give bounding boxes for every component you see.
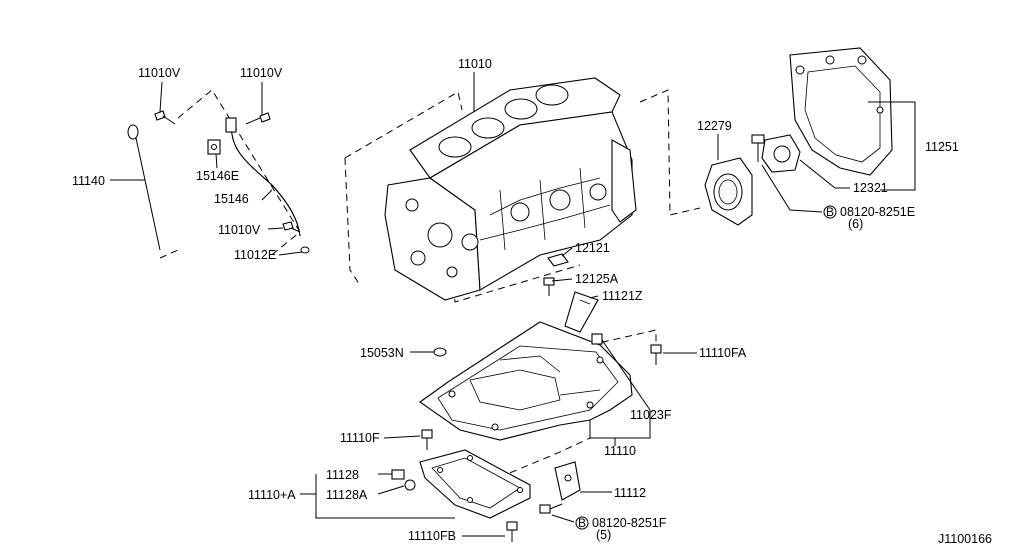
label-11112: 11112 [614, 486, 646, 500]
b-badge-8251e: B [823, 205, 837, 219]
bolt-11110f-drawing [421, 429, 433, 450]
label-15146: 15146 [214, 192, 249, 206]
label-15053n: 15053N [360, 346, 404, 360]
label-08120-8251e: 08120-8251E [840, 205, 915, 219]
part-labels: 11010V 11010V 11010 11140 15146E 15146 1… [72, 57, 992, 546]
label-11010v-lower: 11010V [218, 223, 261, 237]
dashed-outline-gauge [159, 89, 301, 259]
bolt-12125a-drawing [543, 277, 555, 296]
washer-15053n-drawing [433, 347, 447, 357]
label-11121z: 11121Z [602, 289, 643, 303]
label-15146e: 15146E [196, 169, 239, 183]
plug-12279-drawing [704, 140, 753, 226]
label-12125a: 12125A [575, 272, 619, 286]
bolt-08120-8251f-drawing [539, 503, 563, 514]
strainer-11121z-drawing [564, 291, 599, 333]
label-12279: 12279 [697, 119, 732, 133]
label-11128: 11128 [326, 468, 359, 482]
label-11010v-top-right: 11010V [240, 66, 283, 80]
bolt-11110fa-drawing [650, 344, 662, 365]
cylinder-block-drawing [384, 77, 637, 301]
label-11110f: 11110F [340, 431, 380, 445]
drain-plug-11128-drawing [391, 469, 405, 480]
label-08120-8251e-qty: (6) [848, 217, 863, 231]
label-11128a: 11128A [326, 488, 368, 502]
label-11023f: 11023F [630, 408, 672, 422]
label-11010: 11010 [458, 57, 492, 71]
label-08120-8251f: 08120-8251F [592, 516, 667, 530]
oil-level-gauge-drawing [127, 124, 161, 251]
cover-11112-drawing [554, 461, 581, 501]
label-11110: 11110 [604, 444, 636, 458]
label-11010v-top-left: 11010V [138, 66, 181, 80]
b-badge-text: B [578, 516, 586, 530]
gasket-12321-drawing [761, 134, 801, 173]
bolt-08120-8251e-drawing [751, 134, 765, 162]
leader-lines [110, 72, 916, 537]
plug-11023f-drawing [591, 333, 603, 345]
label-12121: 12121 [575, 241, 610, 255]
label-11012e: 11012E [234, 248, 276, 262]
b-badge-8251f: B [575, 516, 589, 530]
gauge-guide-drawing [207, 117, 310, 254]
diagram-id: J1100166 [938, 532, 992, 546]
rear-plate-drawing [789, 47, 893, 176]
bolt-11010v-drawings [154, 110, 301, 233]
oil-pan-upper-drawing [419, 321, 633, 441]
oil-pan-lower-drawing [419, 449, 531, 519]
dashed-outline-pan [487, 329, 657, 483]
label-11140: 11140 [72, 174, 105, 188]
washer-11128a-drawing [404, 479, 416, 491]
oil-jet-12121-drawing [547, 253, 569, 267]
label-11110-a: 11110+A [248, 488, 296, 502]
label-11110fb: 11110FB [408, 529, 456, 543]
label-11110fa: 11110FA [699, 346, 747, 360]
label-08120-8251f-qty: (5) [596, 528, 611, 542]
b-badge-text: B [826, 205, 834, 219]
label-11251: 11251 [925, 140, 959, 154]
dashed-outline-block [344, 89, 701, 303]
bolt-11110fb-drawing [506, 521, 518, 542]
label-12321: 12321 [853, 181, 888, 195]
